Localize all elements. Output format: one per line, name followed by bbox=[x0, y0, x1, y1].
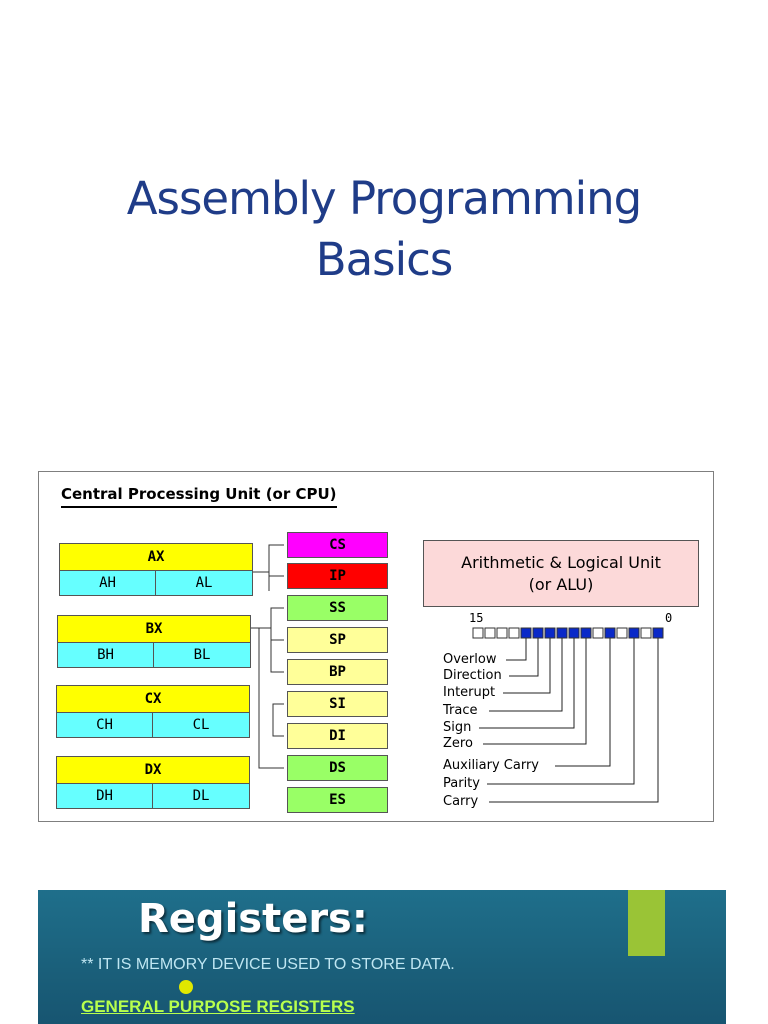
register-bl-label: BL bbox=[154, 642, 251, 668]
register-ax-label: AX bbox=[59, 543, 253, 571]
flag-bit-cell bbox=[640, 627, 652, 639]
pointer-cursor-icon bbox=[179, 980, 193, 994]
alu-title: Arithmetic & Logical Unit bbox=[461, 553, 661, 572]
register-dx: DX DH DL bbox=[56, 756, 250, 811]
register-cs: CS bbox=[287, 532, 388, 558]
flag-bit-15: 15 bbox=[469, 611, 484, 625]
flag-bit-cell bbox=[628, 627, 640, 639]
flag-bit-0: 0 bbox=[665, 611, 673, 625]
register-si: SI bbox=[287, 691, 388, 717]
register-dl-label: DL bbox=[153, 783, 250, 809]
register-es: ES bbox=[287, 787, 388, 813]
register-brackets bbox=[251, 544, 284, 769]
register-ax: AX AH AL bbox=[59, 543, 253, 598]
register-di: DI bbox=[287, 723, 388, 749]
flag-bit-cell bbox=[520, 627, 532, 639]
flag-bit-cell bbox=[496, 627, 508, 639]
flag-connector-line bbox=[555, 638, 611, 767]
flag-label-trace: Trace bbox=[443, 703, 478, 718]
register-dx-label: DX bbox=[56, 756, 250, 784]
slide-title: Assembly Programming Basics bbox=[0, 168, 768, 290]
flag-label-direction: Direction bbox=[443, 668, 502, 683]
register-cx: CX CH CL bbox=[56, 685, 250, 740]
register-bp: BP bbox=[287, 659, 388, 685]
flag-label-zero: Zero bbox=[443, 736, 473, 751]
flag-bit-cell bbox=[580, 627, 592, 639]
register-bx: BX BH BL bbox=[57, 615, 251, 670]
banner-note: ** IT IS MEMORY DEVICE USED TO STORE DAT… bbox=[81, 956, 455, 973]
register-sp: SP bbox=[287, 627, 388, 653]
accent-bar bbox=[628, 890, 665, 956]
flag-label-interrupt: Interupt bbox=[443, 685, 496, 700]
register-bx-label: BX bbox=[57, 615, 251, 643]
flag-bit-cell bbox=[568, 627, 580, 639]
flag-connector-line bbox=[483, 638, 587, 745]
flag-label-overflow: Overlow bbox=[443, 652, 497, 667]
register-ss: SS bbox=[287, 595, 388, 621]
flag-connector-line bbox=[487, 638, 635, 785]
register-ip: IP bbox=[287, 563, 388, 589]
alu-box: Arithmetic & Logical Unit (or ALU) bbox=[423, 540, 699, 607]
flag-bit-cell bbox=[652, 627, 664, 639]
flag-bit-cell bbox=[556, 627, 568, 639]
flag-connector-line bbox=[489, 638, 563, 712]
flag-label-auxiliary-carry: Auxiliary Carry bbox=[443, 758, 539, 773]
registers-slide-banner: Registers: ** IT IS MEMORY DEVICE USED T… bbox=[38, 890, 726, 1024]
flag-label-parity: Parity bbox=[443, 776, 480, 791]
banner-heading: Registers: bbox=[138, 896, 368, 942]
title-line-1: Assembly Programming bbox=[126, 172, 643, 225]
register-al-label: AL bbox=[156, 570, 253, 596]
flag-bit-cell bbox=[508, 627, 520, 639]
flag-label-carry: Carry bbox=[443, 794, 479, 809]
flag-bit-cell bbox=[592, 627, 604, 639]
flags-register bbox=[472, 627, 664, 803]
flag-bit-cell bbox=[484, 627, 496, 639]
register-bh-label: BH bbox=[57, 642, 154, 668]
register-dh-label: DH bbox=[56, 783, 153, 809]
flag-connector-line bbox=[503, 638, 551, 694]
register-ds: DS bbox=[287, 755, 388, 781]
register-ch-label: CH bbox=[56, 712, 153, 738]
flag-bit-cell bbox=[472, 627, 484, 639]
flag-bit-cell bbox=[544, 627, 556, 639]
flag-bit-cell bbox=[604, 627, 616, 639]
flag-bit-cell bbox=[616, 627, 628, 639]
title-line-2: Basics bbox=[315, 233, 454, 286]
flag-bit-cell bbox=[532, 627, 544, 639]
flag-label-sign: Sign bbox=[443, 720, 472, 735]
flag-connector-line bbox=[489, 638, 659, 803]
cpu-diagram: Central Processing Unit (or CPU) AX AH A… bbox=[38, 471, 714, 822]
register-cl-label: CL bbox=[153, 712, 250, 738]
flag-connector-line bbox=[509, 638, 539, 677]
banner-subheading: GENERAL PURPOSE REGISTERS bbox=[81, 997, 355, 1016]
cpu-heading: Central Processing Unit (or CPU) bbox=[61, 485, 337, 508]
register-ah-label: AH bbox=[59, 570, 156, 596]
alu-subtitle: (or ALU) bbox=[528, 575, 594, 594]
flag-connector-line bbox=[479, 638, 575, 729]
flag-connector-line bbox=[506, 638, 527, 661]
